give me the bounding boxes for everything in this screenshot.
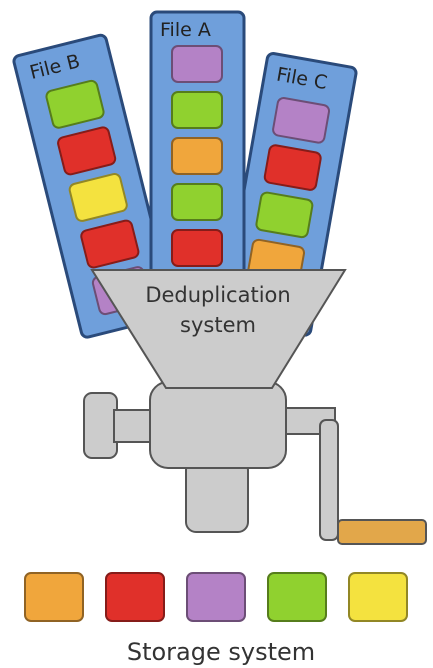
file-a-blocks: [172, 46, 222, 266]
storage-block-5: [349, 573, 407, 621]
file-a-title: File A: [160, 19, 211, 41]
machine-outlet: [186, 460, 248, 532]
machine-label-line2: system: [180, 313, 256, 337]
machine-nozzle: [84, 393, 117, 458]
file-c-block-3: [255, 192, 313, 238]
storage-block-4: [268, 573, 326, 621]
file-a-block-5: [172, 230, 222, 266]
storage-label: Storage system: [127, 638, 315, 666]
file-a-block-2: [172, 92, 222, 128]
file-a-block-3: [172, 138, 222, 174]
crank-arm-vertical: [320, 420, 338, 540]
storage-blocks: [25, 573, 407, 621]
file-a-block-4: [172, 184, 222, 220]
crank: [285, 408, 426, 544]
storage-block-2: [106, 573, 164, 621]
file-c-block-1: [272, 97, 330, 143]
file-c-block-2: [264, 144, 322, 190]
crank-handle: [338, 520, 426, 544]
storage-block-3: [187, 573, 245, 621]
storage-block-1: [25, 573, 83, 621]
machine-body: [150, 382, 286, 468]
machine-nozzle-neck: [114, 410, 154, 442]
machine-label-line1: Deduplication: [145, 283, 290, 307]
file-a-block-1: [172, 46, 222, 82]
